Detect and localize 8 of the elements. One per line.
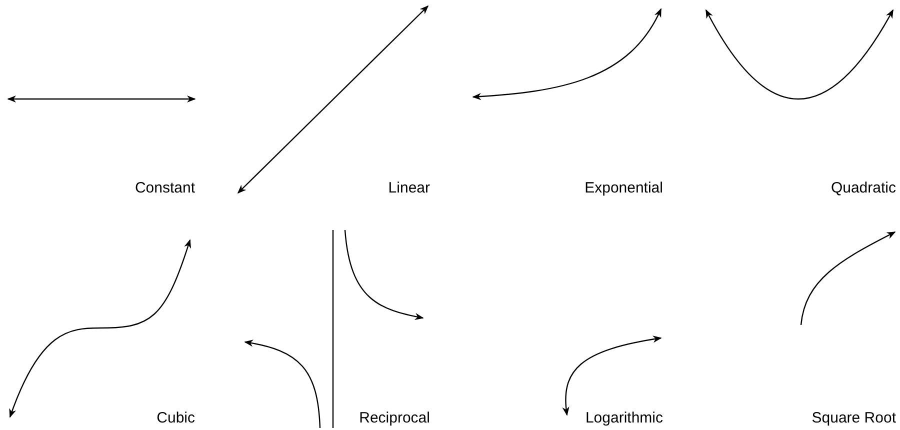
function-name-label: Constant — [134, 180, 195, 196]
function-name-label: Logarithmic — [585, 410, 663, 426]
function-name-label: Square Root — [812, 410, 896, 426]
function-name-label: Cubic — [156, 410, 195, 426]
function-name-label: Linear — [388, 180, 430, 196]
function-name-label: Reciprocal — [359, 410, 430, 426]
function-name-label: Quadratic — [830, 180, 896, 196]
function-name-label: Exponential — [584, 180, 663, 196]
